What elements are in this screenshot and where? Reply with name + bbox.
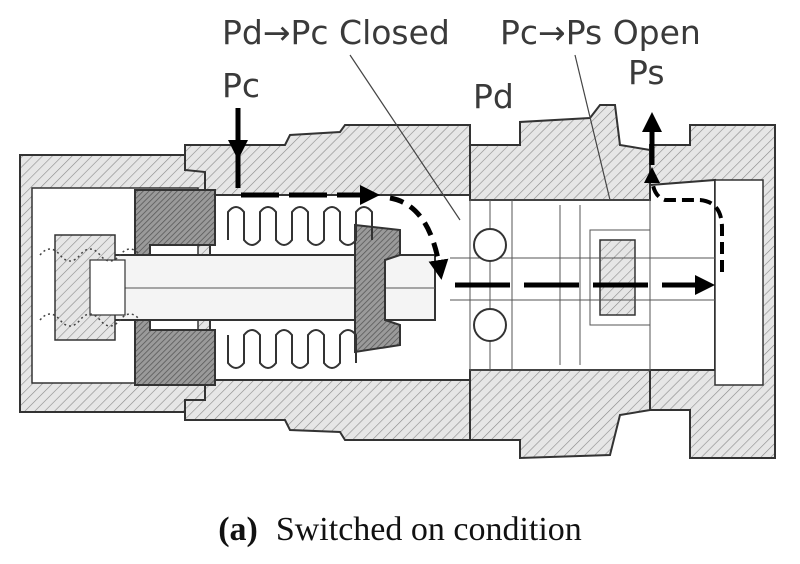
stem-assembly: [54, 189, 436, 386]
port-hole-upper: [473, 228, 507, 262]
leader-lines: [349, 54, 611, 221]
figure-caption: (a) Switched on condition: [218, 511, 582, 548]
return-flow-up: [644, 167, 724, 272]
stem-end-cap: [89, 259, 126, 316]
bellows-upper: [227, 206, 373, 246]
caption-text: Switched on condition: [276, 511, 582, 548]
pilot-plug: [599, 239, 636, 316]
label-pc: Pc: [222, 66, 260, 105]
center-body-top: [469, 104, 651, 201]
sleeve-top: [184, 124, 471, 196]
flow-arrows: [228, 108, 724, 295]
label-pd-pc-closed: Pd→Pc Closed: [222, 13, 450, 52]
pc-flow-horizontal: [235, 150, 380, 205]
leader-pc-ps: [574, 54, 611, 201]
caption-tag: (a): [218, 511, 258, 548]
bellows: [227, 206, 373, 369]
bellows-lower: [227, 329, 357, 369]
valve-head: [354, 223, 401, 354]
pc-flow-descending: [389, 195, 449, 280]
left-spring: [39, 248, 141, 327]
label-pc-ps-open: Pc→Ps Open: [500, 13, 701, 52]
pd-port-holes: [473, 228, 507, 342]
port-hole-lower: [473, 308, 507, 342]
label-ps: Ps: [628, 53, 665, 92]
plunger-block: [134, 189, 216, 386]
leader-pd-pc: [349, 54, 461, 221]
sleeve-bottom: [184, 379, 471, 441]
center-body-bottom: [469, 369, 651, 460]
label-pd: Pd: [473, 77, 514, 116]
right-housing-cavity: [714, 179, 764, 386]
